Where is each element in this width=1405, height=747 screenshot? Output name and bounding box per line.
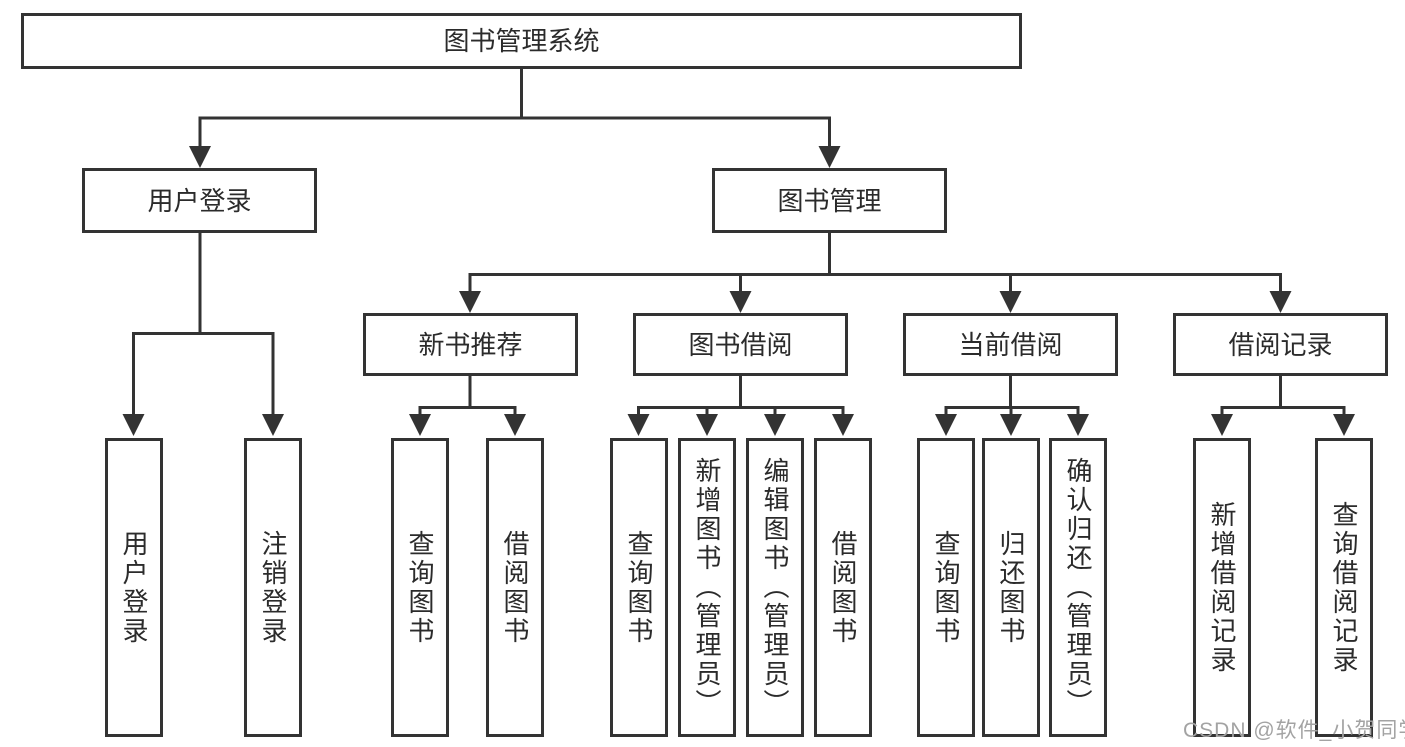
arrowheads-new-book-leaves — [409, 414, 526, 436]
connector-book-mgmt-to-level3 — [468, 233, 1282, 295]
node-library-system: 图书管理系统 — [21, 13, 1022, 69]
leaf-nb-query-books: 查询图书 — [391, 438, 449, 737]
arrowheads-level3 — [459, 291, 1292, 313]
leaf-cb-confirm-return-admin: 确认归还（管理员） — [1049, 438, 1107, 737]
leaf-user-login: 用户登录 — [105, 438, 163, 737]
leaf-br-add-record: 新增借阅记录 — [1193, 438, 1251, 737]
leaf-br-query-record: 查询借阅记录 — [1315, 438, 1373, 737]
arrowheads-book-borrow-leaves — [627, 414, 854, 436]
node-user-login: 用户登录 — [82, 168, 317, 233]
leaf-nb-borrow-books: 借阅图书 — [486, 438, 544, 737]
connector-records-to-leaves — [1220, 376, 1346, 418]
connector-root-to-level2 — [198, 68, 831, 150]
connector-current-borrow-to-leaves — [944, 376, 1080, 418]
node-book-borrowing: 图书借阅 — [633, 313, 848, 376]
node-new-book-recommendation: 新书推荐 — [363, 313, 578, 376]
leaf-bb-query-books: 查询图书 — [610, 438, 668, 737]
leaf-bb-edit-book-admin: 编辑图书（管理员） — [746, 438, 804, 737]
arrowheads-user-login-leaves — [122, 414, 284, 436]
connector-book-borrow-to-leaves — [637, 376, 845, 418]
arrowheads-level2 — [189, 146, 841, 168]
connector-new-book-to-leaves — [418, 376, 517, 418]
node-borrowing-records: 借阅记录 — [1173, 313, 1388, 376]
csdn-watermark: CSDN @软件_小贺同学 — [1183, 719, 1405, 742]
node-current-borrowing: 当前借阅 — [903, 313, 1118, 376]
leaf-cb-query-books: 查询图书 — [917, 438, 975, 737]
arrowheads-current-borrow-leaves — [935, 414, 1089, 436]
leaf-logout: 注销登录 — [244, 438, 302, 737]
node-book-management: 图书管理 — [712, 168, 947, 233]
connector-user-login-to-leaves — [132, 233, 275, 418]
leaf-bb-borrow-books: 借阅图书 — [814, 438, 872, 737]
arrowheads-records-leaves — [1211, 414, 1355, 436]
leaf-bb-add-book-admin: 新增图书（管理员） — [678, 438, 736, 737]
leaf-cb-return-books: 归还图书 — [982, 438, 1040, 737]
